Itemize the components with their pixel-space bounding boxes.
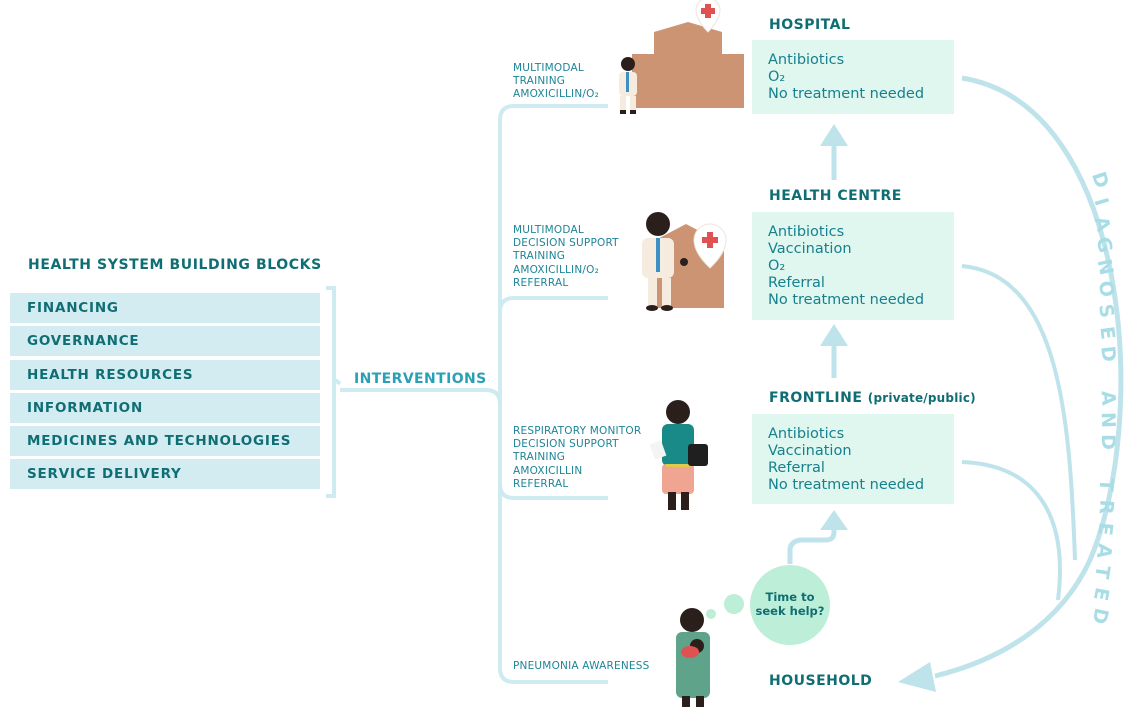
treatment-item: No treatment needed [768,292,925,308]
frontline-title-text: FRONTLINE [769,390,863,406]
frontline-title-note: (private/public) [867,391,976,405]
arrow-to-household [898,662,936,692]
treatment-item: O₂ [768,258,786,274]
building-blocks-title: HEALTH SYSTEM BUILDING BLOCKS [28,257,322,273]
side-label-letter: D [1087,605,1113,627]
hospital-title: HOSPITAL [769,17,851,33]
health-centre-doctor-figure [642,212,688,311]
hospital-doctor-figure [619,57,637,114]
treatment-item: O₂ [768,69,786,85]
return-curve-frontline [961,460,1062,601]
intervention-item: TRAINING [513,250,566,263]
treatment-item: Referral [768,460,825,476]
bracket-connector [333,378,342,386]
treatment-item: No treatment needed [768,86,925,102]
arrow-household-to-frontline [787,510,848,564]
treatment-item: No treatment needed [768,477,925,493]
building-block-item: GOVERNANCE [10,326,320,356]
intervention-item: REFERRAL [513,276,569,289]
interventions-tree-trunk [340,388,608,684]
treatment-item: Antibiotics [768,426,845,442]
hospital-building-icon [632,0,744,108]
intervention-item: DECISION SUPPORT [513,438,619,451]
intervention-item: AMOXICILLIN/O₂ [513,88,600,101]
side-label-letter: N [1096,411,1120,429]
interventions-tree-upper [498,104,608,404]
interventions-label: INTERVENTIONS [354,371,487,387]
branch-frontline [498,483,608,500]
thought-bubble-line: seek help? [755,604,825,618]
household-interventions: PNEUMONIA AWARENESS [513,660,649,673]
thought-bubble-line: Time to [765,590,815,604]
household-title: HOUSEHOLD [769,673,873,689]
treatment-item: Vaccination [768,241,852,257]
health-centre-title: HEALTH CENTRE [769,188,902,204]
thought-bubble [750,565,830,645]
intervention-item: TRAINING [513,75,566,88]
treatment-item: Antibiotics [768,224,845,240]
building-block-item: MEDICINES AND TECHNOLOGIES [10,426,320,456]
intervention-item: DECISION SUPPORT [513,237,619,250]
building-block-item: SERVICE DELIVERY [10,459,320,489]
diagnosed-treated-curve [934,75,1124,679]
intervention-item: AMOXICILLIN [513,464,583,477]
intervention-item: AMOXICILLIN/O₂ [513,263,600,276]
building-block-item: INFORMATION [10,393,320,423]
building-blocks-bracket [326,286,336,498]
thought-dot-medium [724,594,744,614]
frontline-worker-figure [649,400,708,510]
frontline-title: FRONTLINE (private/public) [769,390,976,406]
intervention-item: MULTIMODAL [513,62,584,74]
intervention-item: MULTIMODAL [513,224,584,236]
intervention-item: REFERRAL [513,477,569,490]
arrow-frontline-to-health-centre [820,324,848,378]
treatment-item: Referral [768,275,825,291]
thought-dot-small [706,609,716,619]
building-block-item: FINANCING [10,293,320,323]
treatment-item: Antibiotics [768,52,845,68]
return-curve-health-centre [961,264,1077,561]
branch-health-centre [498,296,608,313]
household-mother-figure [676,608,710,707]
building-block-item: HEALTH RESOURCES [10,360,320,390]
side-label-letter: D [1096,433,1119,450]
intervention-item: TRAINING [513,451,566,464]
intervention-item: PNEUMONIA AWARENESS [513,660,650,672]
arrow-health-centre-to-hospital [820,124,848,180]
treatment-item: Vaccination [768,443,852,459]
side-label-letter: D [1095,345,1120,364]
intervention-item: RESPIRATORY MONITOR [513,425,642,437]
